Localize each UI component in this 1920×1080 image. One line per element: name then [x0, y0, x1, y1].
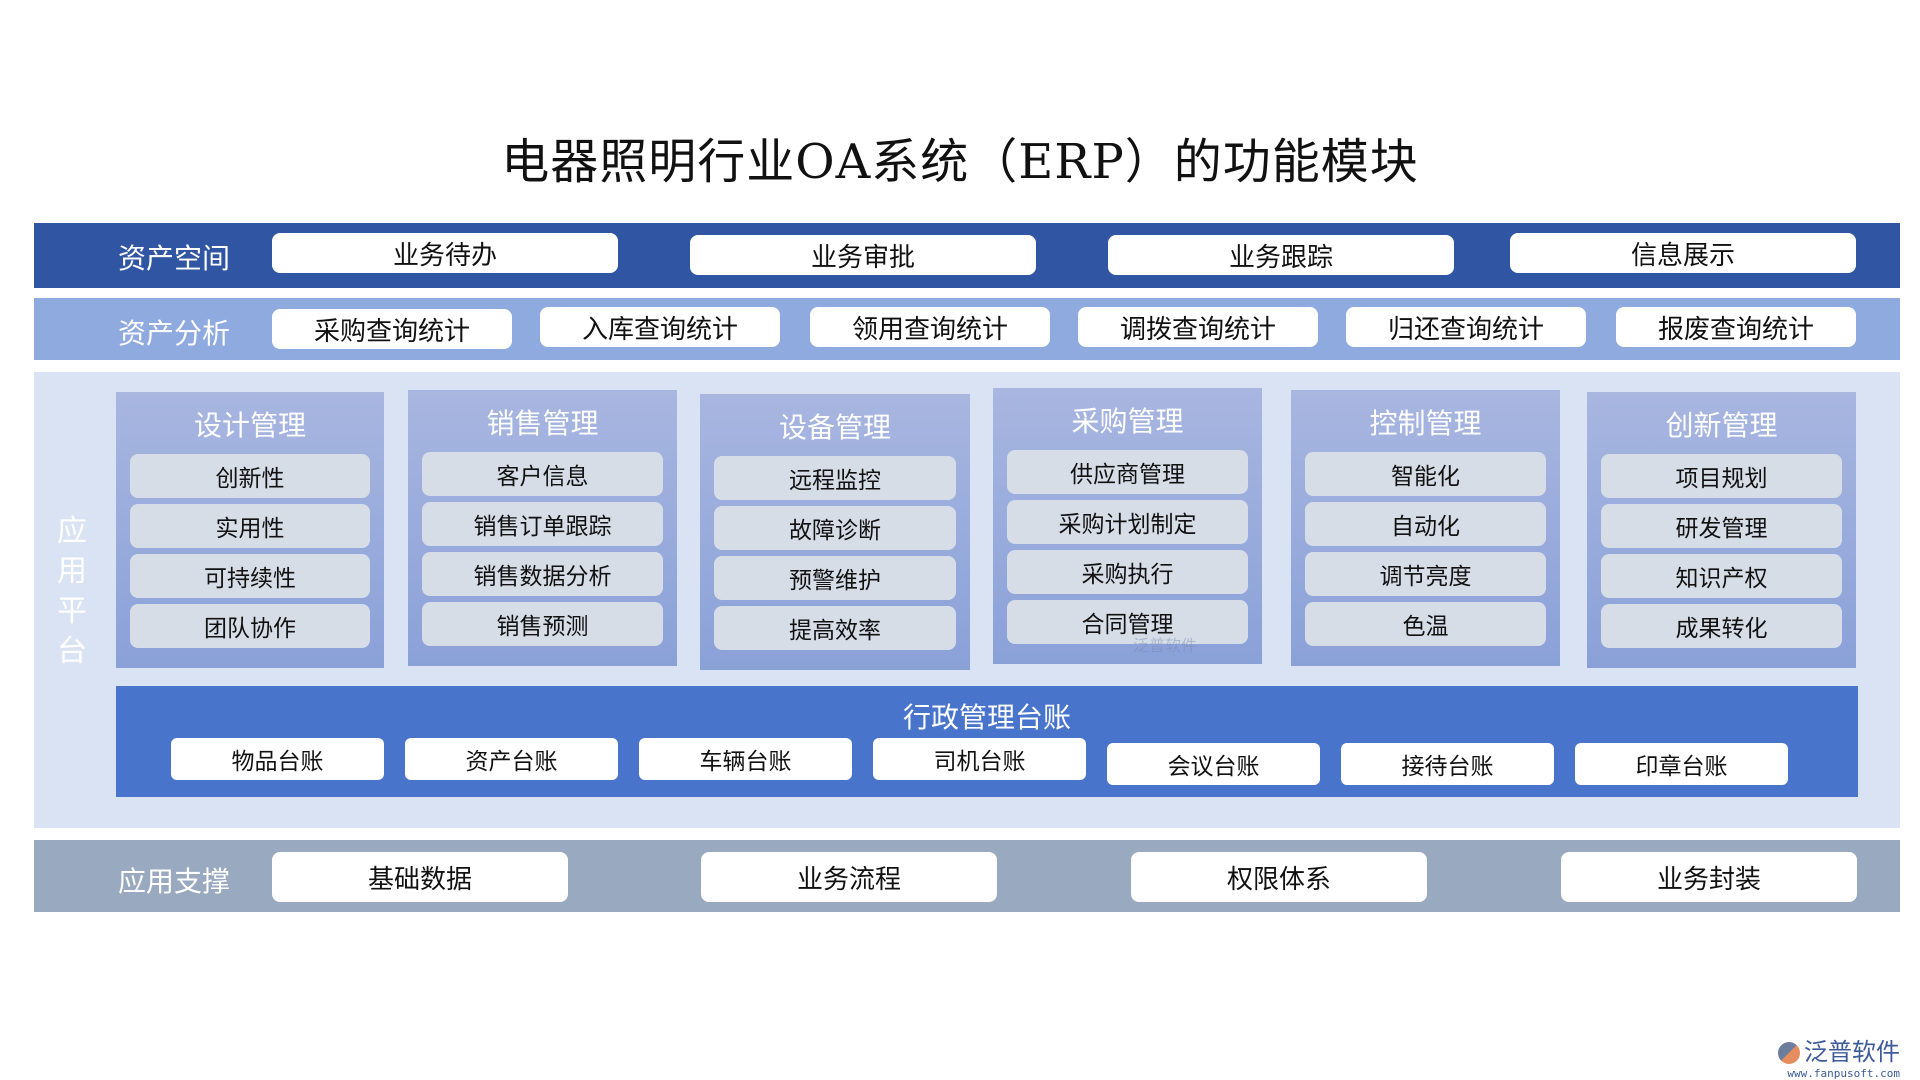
module-card-innovation: 创新管理 项目规划 研发管理 知识产权 成果转化: [1587, 392, 1856, 668]
asset-analysis-band: 资产分析 采购查询统计 入库查询统计 领用查询统计 调拨查询统计 归还查询统计 …: [34, 298, 1900, 360]
asset-analysis-item[interactable]: 采购查询统计: [272, 309, 512, 349]
module-card-design: 设计管理 创新性 实用性 可持续性 团队协作: [116, 392, 384, 668]
asset-space-item[interactable]: 业务审批: [690, 235, 1036, 275]
module-item[interactable]: 销售数据分析: [422, 552, 663, 596]
module-item[interactable]: 创新性: [130, 454, 370, 498]
module-item[interactable]: 采购计划制定: [1007, 500, 1248, 544]
asset-analysis-item[interactable]: 归还查询统计: [1346, 307, 1586, 347]
module-item[interactable]: 供应商管理: [1007, 450, 1248, 494]
module-item[interactable]: 调节亮度: [1305, 552, 1546, 596]
module-item[interactable]: 销售预测: [422, 602, 663, 646]
module-card-procurement: 采购管理 供应商管理 采购计划制定 采购执行 合同管理 泛普软件: [993, 388, 1262, 664]
brand-logo: 泛普软件 www.fanpusoft.com: [1778, 1032, 1900, 1080]
app-platform-label-char: 用: [57, 554, 87, 589]
ledger-item[interactable]: 印章台账: [1575, 743, 1788, 785]
module-card-equipment: 设备管理 远程监控 故障诊断 预警维护 提高效率: [700, 394, 970, 670]
asset-space-item[interactable]: 业务跟踪: [1108, 235, 1454, 275]
ledger-item[interactable]: 接待台账: [1341, 743, 1554, 785]
ledger-item[interactable]: 物品台账: [171, 738, 384, 780]
ledger-item[interactable]: 资产台账: [405, 738, 618, 780]
module-item[interactable]: 研发管理: [1601, 504, 1842, 548]
ledger-item[interactable]: 会议台账: [1107, 743, 1320, 785]
module-title: 销售管理: [486, 407, 599, 440]
module-item[interactable]: 自动化: [1305, 502, 1546, 546]
brand-logo-text: 泛普软件: [1804, 1038, 1900, 1066]
module-item[interactable]: 实用性: [130, 504, 370, 548]
watermark-text: 泛普软件: [1133, 636, 1198, 655]
module-title: 设计管理: [193, 409, 306, 442]
app-support-item[interactable]: 基础数据: [272, 852, 568, 902]
brand-url: www.fanpusoft.com: [1787, 1067, 1900, 1080]
asset-space-item[interactable]: 业务待办: [272, 233, 618, 273]
module-item[interactable]: 团队协作: [130, 604, 370, 648]
asset-space-band: 资产空间 业务待办 业务审批 业务跟踪 信息展示: [34, 223, 1900, 288]
module-card-control: 控制管理 智能化 自动化 调节亮度 色温: [1291, 390, 1560, 666]
module-title: 创新管理: [1665, 409, 1778, 442]
asset-analysis-item[interactable]: 入库查询统计: [540, 307, 780, 347]
module-item[interactable]: 提高效率: [714, 606, 956, 650]
module-title: 控制管理: [1369, 407, 1482, 440]
app-platform-band: 应 用 平 台 设计管理 创新性 实用性 可持续性 团队协作 销售管理 客户信息…: [34, 372, 1900, 828]
module-item[interactable]: 成果转化: [1601, 604, 1842, 648]
app-platform-label-char: 台: [57, 634, 87, 669]
module-item[interactable]: 合同管理: [1007, 600, 1248, 644]
ledger-item[interactable]: 司机台账: [873, 738, 1086, 780]
app-support-label: 应用支撑: [118, 865, 231, 898]
asset-analysis-label: 资产分析: [118, 317, 231, 350]
module-item[interactable]: 故障诊断: [714, 506, 956, 550]
app-platform-label-char: 应: [57, 514, 87, 549]
module-item[interactable]: 知识产权: [1601, 554, 1842, 598]
page-title: 电器照明行业OA系统（ERP）的功能模块: [501, 134, 1419, 190]
asset-analysis-item[interactable]: 报废查询统计: [1616, 307, 1856, 347]
module-item[interactable]: 可持续性: [130, 554, 370, 598]
ledger-item[interactable]: 车辆台账: [639, 738, 852, 780]
app-support-band: 应用支撑 基础数据 业务流程 权限体系 业务封装: [34, 840, 1900, 912]
module-title: 设备管理: [778, 411, 891, 444]
asset-analysis-item[interactable]: 领用查询统计: [810, 307, 1050, 347]
module-title: 采购管理: [1071, 405, 1184, 438]
module-item[interactable]: 智能化: [1305, 452, 1546, 496]
module-item[interactable]: 销售订单跟踪: [422, 502, 663, 546]
module-item[interactable]: 预警维护: [714, 556, 956, 600]
module-item[interactable]: 采购执行: [1007, 550, 1248, 594]
module-item[interactable]: 客户信息: [422, 452, 663, 496]
admin-ledger-bar: 行政管理台账 物品台账 资产台账 车辆台账 司机台账 会议台账 接待台账 印章台…: [116, 686, 1858, 797]
module-item[interactable]: 远程监控: [714, 456, 956, 500]
asset-analysis-item[interactable]: 调拨查询统计: [1078, 307, 1318, 347]
fanpu-logo-icon: [1778, 1042, 1800, 1064]
asset-space-item[interactable]: 信息展示: [1510, 233, 1856, 273]
module-item[interactable]: 色温: [1305, 602, 1546, 646]
app-platform-label-char: 平: [57, 594, 87, 629]
asset-space-label: 资产空间: [118, 242, 231, 275]
module-item[interactable]: 项目规划: [1601, 454, 1842, 498]
app-support-item[interactable]: 业务流程: [701, 852, 997, 902]
app-support-item[interactable]: 权限体系: [1131, 852, 1427, 902]
app-platform-label: 应 用 平 台: [54, 512, 90, 672]
admin-ledger-title: 行政管理台账: [902, 701, 1071, 734]
module-card-sales: 销售管理 客户信息 销售订单跟踪 销售数据分析 销售预测: [408, 390, 677, 666]
app-support-item[interactable]: 业务封装: [1561, 852, 1857, 902]
